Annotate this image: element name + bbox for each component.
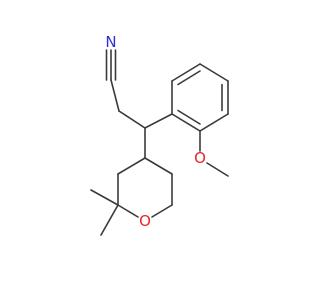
bond-cn-ch2 (110, 79, 120, 112)
atom-o-methoxy: O (194, 149, 206, 167)
methyl-bond-1 (90, 189, 119, 206)
benzene-bond-3 (199, 63, 229, 82)
benzene-double-1 (177, 70, 201, 86)
pyran-ring (90, 157, 173, 236)
benzene-bond-5 (199, 113, 229, 132)
pyran-bond-1 (144, 157, 173, 175)
nitrogen-label: N (105, 33, 116, 51)
pyran-bond-4 (117, 204, 139, 218)
ring-oxygen-label: O (139, 212, 151, 230)
bond-o-ch3 (206, 162, 229, 177)
molecule-structure: N O O (90, 33, 229, 236)
benzene-bond-2 (171, 63, 201, 82)
atom-n: N (105, 33, 116, 51)
benzene-double-3 (177, 109, 201, 125)
methoxy-oxygen-label: O (194, 149, 206, 167)
methoxy-group (199, 130, 229, 177)
bond-ch-aryl (144, 113, 173, 129)
nitrile-group (105, 49, 146, 129)
pyran-bond-3 (151, 204, 173, 218)
bond-ch2-ch (118, 110, 146, 129)
molecule-canvas: N O O (90, 33, 229, 236)
pyran-bond-6 (117, 157, 146, 175)
benzene-ring (171, 63, 229, 132)
atom-o-ring: O (139, 212, 151, 230)
methyl-bond-2 (100, 204, 119, 236)
benzene-bond-6 (171, 113, 201, 132)
